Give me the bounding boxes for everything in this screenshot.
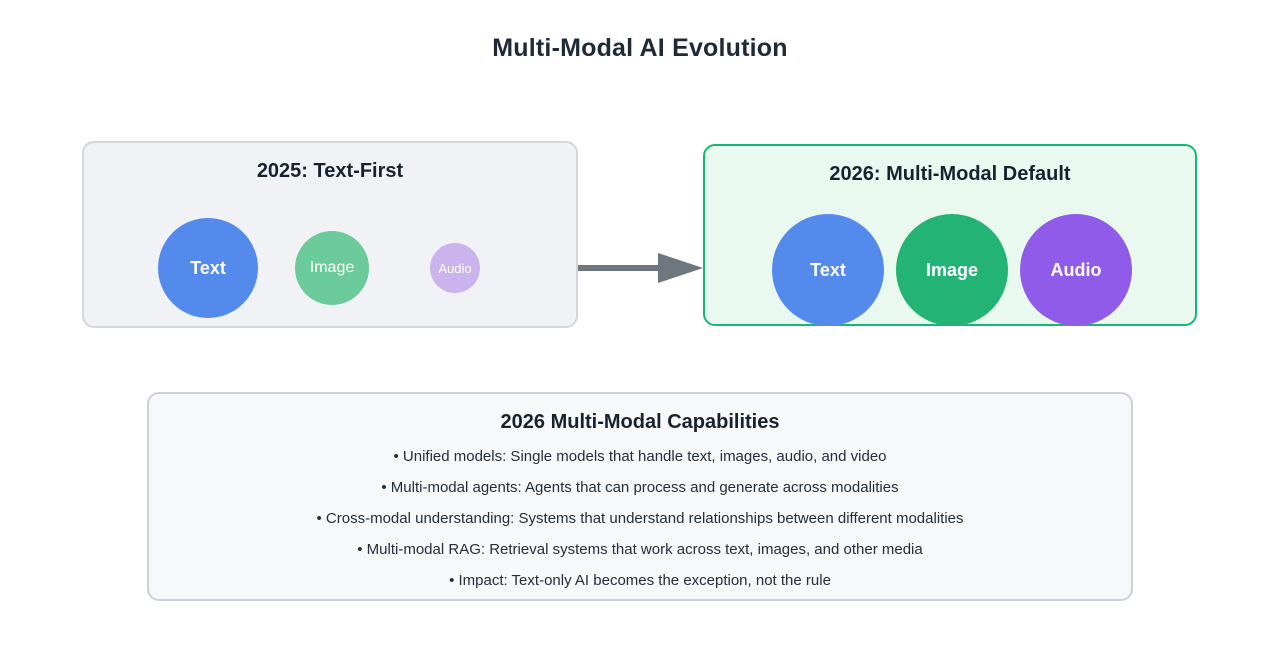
modality-circle-audio-2025: Audio <box>430 243 480 293</box>
evolution-arrow <box>578 238 703 298</box>
arrow-shaft <box>578 265 662 271</box>
stage-2026-box: 2026: Multi-Modal Default Text Image Aud… <box>703 144 1197 326</box>
modality-circle-image-2026: Image <box>896 214 1008 326</box>
arrow-head-icon <box>658 253 703 283</box>
modality-circle-text-2026: Text <box>772 214 884 326</box>
capability-item: • Unified models: Single models that han… <box>393 448 887 465</box>
stage-2026-title: 2026: Multi-Modal Default <box>829 163 1071 185</box>
modality-label: Image <box>309 259 355 276</box>
capabilities-box: 2026 Multi-Modal Capabilities • Unified … <box>147 392 1133 601</box>
diagram-title: Multi-Modal AI Evolution <box>492 34 788 62</box>
modality-label: Audio <box>1050 259 1102 280</box>
modality-label: Text <box>810 259 846 280</box>
modality-label: Image <box>925 259 979 280</box>
modality-circle-audio-2026: Audio <box>1020 214 1132 326</box>
stage-2025-title: 2025: Text-First <box>256 160 404 182</box>
capability-item: • Impact: Text-only AI becomes the excep… <box>449 572 831 589</box>
modality-circle-text-2025: Text <box>158 218 258 318</box>
capability-item: • Multi-modal RAG: Retrieval systems tha… <box>357 541 923 558</box>
stage-2025-box: 2025: Text-First Text Image Audio <box>82 141 578 328</box>
modality-label: Text <box>190 257 226 278</box>
modality-label: Audio <box>438 260 472 276</box>
capability-item: • Multi-modal agents: Agents that can pr… <box>381 479 899 496</box>
capabilities-title: 2026 Multi-Modal Capabilities <box>500 411 780 433</box>
modality-circle-image-2025: Image <box>295 231 369 305</box>
capability-item: • Cross-modal understanding: Systems tha… <box>316 510 964 527</box>
